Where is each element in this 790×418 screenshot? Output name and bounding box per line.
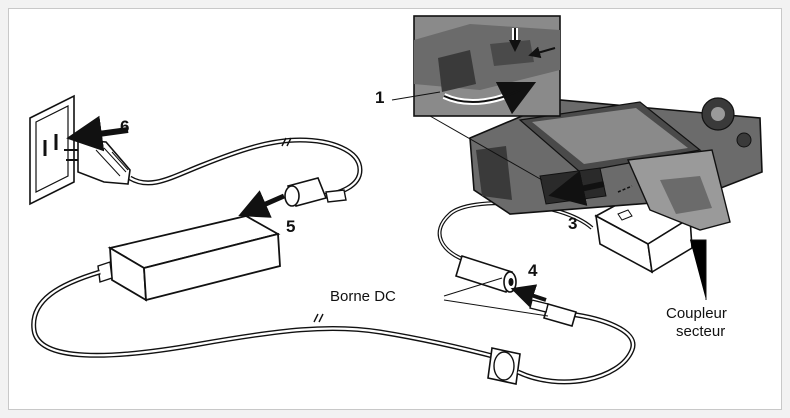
ac-power-cord xyxy=(128,137,363,199)
dc-plug xyxy=(529,299,577,327)
leader-dc-coupler xyxy=(690,239,707,300)
dc-terminal-label: Borne DC xyxy=(330,288,396,305)
step-1-label: 1 xyxy=(375,88,385,107)
dc-socket xyxy=(455,254,517,294)
leader-dc-terminal-a xyxy=(443,277,503,297)
step-5-label: 5 xyxy=(286,217,296,236)
step-3-label: 3 xyxy=(568,214,578,233)
arrow-step4 xyxy=(510,284,547,308)
arrow-step5 xyxy=(238,190,286,218)
dc-coupler-label-line2: secteur xyxy=(676,323,726,340)
step-4-label: 4 xyxy=(528,261,538,280)
wall-outlet xyxy=(29,94,75,206)
leader-step1 xyxy=(391,91,441,101)
arrow-step3 xyxy=(548,170,605,206)
ac-adapter xyxy=(97,215,281,302)
dc-output-cable xyxy=(31,269,501,361)
ferrite-core xyxy=(487,347,521,385)
dc-coupler-label-line1: Coupleur xyxy=(666,305,727,322)
arrow-step6 xyxy=(66,115,129,152)
step-6-label: 6 xyxy=(120,117,130,136)
ac-cord-connector xyxy=(284,177,347,207)
leader-dc-terminal-b xyxy=(443,299,549,317)
inset-detail xyxy=(413,15,561,117)
